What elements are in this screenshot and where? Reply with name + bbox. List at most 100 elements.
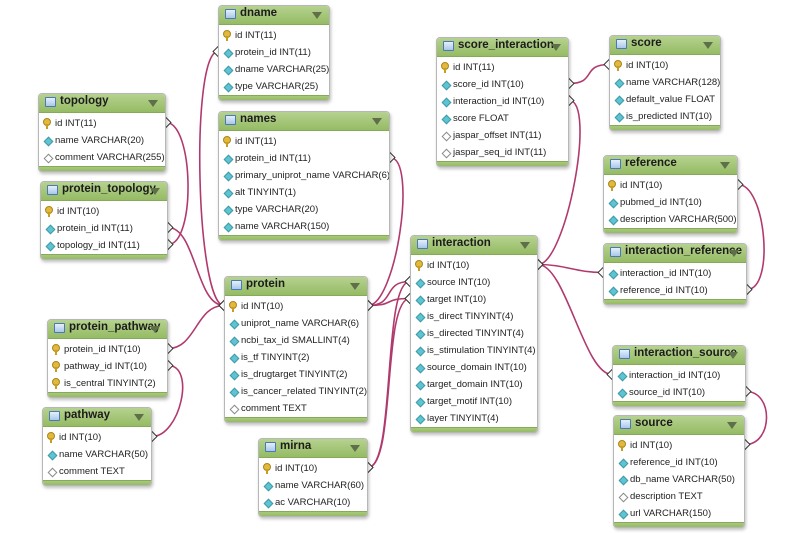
column-row[interactable]: pubmed_id INT(10)	[604, 194, 737, 211]
collapse-triangle-icon[interactable]	[150, 326, 160, 333]
column-row[interactable]: name VARCHAR(20)	[39, 132, 165, 149]
table-interaction_reference[interactable]: interaction_reference interaction_id INT(…	[603, 243, 747, 305]
column-row[interactable]: id INT(11)	[39, 115, 165, 132]
table-reference[interactable]: reference id INT(10)pubmed_id INT(10)desc…	[603, 155, 738, 234]
column-row[interactable]: id INT(10)	[43, 429, 151, 446]
table-pathway[interactable]: pathway id INT(10)name VARCHAR(50)comment…	[42, 407, 152, 486]
column-row[interactable]: comment TEXT	[43, 463, 151, 480]
column-row[interactable]: name VARCHAR(150)	[219, 218, 389, 235]
table-protein_pathway[interactable]: protein_pathway protein_id INT(10)pathway…	[47, 319, 168, 398]
collapse-triangle-icon[interactable]	[148, 100, 158, 107]
collapse-triangle-icon[interactable]	[312, 12, 322, 19]
collapse-triangle-icon[interactable]	[372, 118, 382, 125]
collapse-triangle-icon[interactable]	[350, 283, 360, 290]
column-row[interactable]: protein_id INT(11)	[219, 150, 389, 167]
column-row[interactable]: comment TEXT	[225, 400, 367, 417]
column-row[interactable]: is_central TINYINT(2)	[48, 375, 167, 392]
column-row[interactable]: is_drugtarget TINYINT(2)	[225, 366, 367, 383]
column-row[interactable]: ac VARCHAR(10)	[259, 494, 367, 511]
column-row[interactable]: type VARCHAR(25)	[219, 78, 329, 95]
column-row[interactable]: jaspar_offset INT(11)	[437, 127, 568, 144]
column-row[interactable]: id INT(11)	[219, 27, 329, 44]
collapse-triangle-icon[interactable]	[720, 162, 730, 169]
table-header[interactable]: reference	[604, 156, 737, 175]
column-row[interactable]: is_directed TINYINT(4)	[411, 325, 537, 342]
table-header[interactable]: interaction_reference	[604, 244, 746, 263]
column-row[interactable]: name VARCHAR(60)	[259, 477, 367, 494]
table-header[interactable]: topology	[39, 94, 165, 113]
column-row[interactable]: id INT(10)	[225, 298, 367, 315]
table-header[interactable]: score	[610, 36, 720, 55]
table-header[interactable]: interaction	[411, 236, 537, 255]
column-row[interactable]: db_name VARCHAR(50)	[614, 471, 744, 488]
column-row[interactable]: url VARCHAR(150)	[614, 505, 744, 522]
collapse-triangle-icon[interactable]	[551, 44, 561, 51]
column-row[interactable]: protein_id INT(10)	[48, 341, 167, 358]
column-row[interactable]: reference_id INT(10)	[614, 454, 744, 471]
collapse-triangle-icon[interactable]	[350, 445, 360, 452]
column-row[interactable]: protein_id INT(11)	[219, 44, 329, 61]
column-row[interactable]: interaction_id INT(10)	[604, 265, 746, 282]
column-row[interactable]: pathway_id INT(10)	[48, 358, 167, 375]
table-header[interactable]: dname	[219, 6, 329, 25]
collapse-triangle-icon[interactable]	[150, 188, 160, 195]
table-topology[interactable]: topology id INT(11)name VARCHAR(20)commen…	[38, 93, 166, 172]
collapse-triangle-icon[interactable]	[728, 352, 738, 359]
column-row[interactable]: id INT(10)	[41, 203, 167, 220]
column-row[interactable]: target INT(10)	[411, 291, 537, 308]
table-header[interactable]: protein	[225, 277, 367, 296]
column-row[interactable]: source_id INT(10)	[613, 384, 745, 401]
table-header[interactable]: protein_topology	[41, 182, 167, 201]
column-row[interactable]: uniprot_name VARCHAR(6)	[225, 315, 367, 332]
column-row[interactable]: is_stimulation TINYINT(4)	[411, 342, 537, 359]
collapse-triangle-icon[interactable]	[134, 414, 144, 421]
column-row[interactable]: description VARCHAR(500)	[604, 211, 737, 228]
column-row[interactable]: topology_id INT(11)	[41, 237, 167, 254]
column-row[interactable]: default_value FLOAT	[610, 91, 720, 108]
column-row[interactable]: id INT(10)	[604, 177, 737, 194]
column-row[interactable]: alt TINYINT(1)	[219, 184, 389, 201]
column-row[interactable]: is_cancer_related TINYINT(2)	[225, 383, 367, 400]
column-row[interactable]: id INT(10)	[411, 257, 537, 274]
column-row[interactable]: is_predicted INT(10)	[610, 108, 720, 125]
column-row[interactable]: id INT(10)	[614, 437, 744, 454]
collapse-triangle-icon[interactable]	[520, 242, 530, 249]
table-header[interactable]: protein_pathway	[48, 320, 167, 339]
column-row[interactable]: name VARCHAR(50)	[43, 446, 151, 463]
table-header[interactable]: names	[219, 112, 389, 131]
column-row[interactable]: description TEXT	[614, 488, 744, 505]
column-row[interactable]: dname VARCHAR(25)	[219, 61, 329, 78]
collapse-triangle-icon[interactable]	[703, 42, 713, 49]
column-row[interactable]: jaspar_seq_id INT(11)	[437, 144, 568, 161]
column-row[interactable]: type VARCHAR(20)	[219, 201, 389, 218]
table-header[interactable]: interaction_source	[613, 346, 745, 365]
table-header[interactable]: score_interaction	[437, 38, 568, 57]
column-row[interactable]: name VARCHAR(128)	[610, 74, 720, 91]
column-row[interactable]: id INT(10)	[610, 57, 720, 74]
column-row[interactable]: interaction_id INT(10)	[613, 367, 745, 384]
column-row[interactable]: id INT(11)	[219, 133, 389, 150]
column-row[interactable]: id INT(10)	[259, 460, 367, 477]
column-row[interactable]: source INT(10)	[411, 274, 537, 291]
column-row[interactable]: target_domain INT(10)	[411, 376, 537, 393]
column-row[interactable]: is_direct TINYINT(4)	[411, 308, 537, 325]
collapse-triangle-icon[interactable]	[727, 422, 737, 429]
column-row[interactable]: layer TINYINT(4)	[411, 410, 537, 427]
column-row[interactable]: comment VARCHAR(255)	[39, 149, 165, 166]
column-row[interactable]: score_id INT(10)	[437, 76, 568, 93]
table-header[interactable]: mirna	[259, 439, 367, 458]
table-score[interactable]: score id INT(10)name VARCHAR(128)default_…	[609, 35, 721, 131]
table-mirna[interactable]: mirna id INT(10)name VARCHAR(60)ac VARCHA…	[258, 438, 368, 517]
collapse-triangle-icon[interactable]	[729, 250, 739, 257]
column-row[interactable]: is_tf TINYINT(2)	[225, 349, 367, 366]
column-row[interactable]: id INT(11)	[437, 59, 568, 76]
column-row[interactable]: interaction_id INT(10)	[437, 93, 568, 110]
table-header[interactable]: pathway	[43, 408, 151, 427]
table-dname[interactable]: dname id INT(11)protein_id INT(11)dname V…	[218, 5, 330, 101]
column-row[interactable]: score FLOAT	[437, 110, 568, 127]
